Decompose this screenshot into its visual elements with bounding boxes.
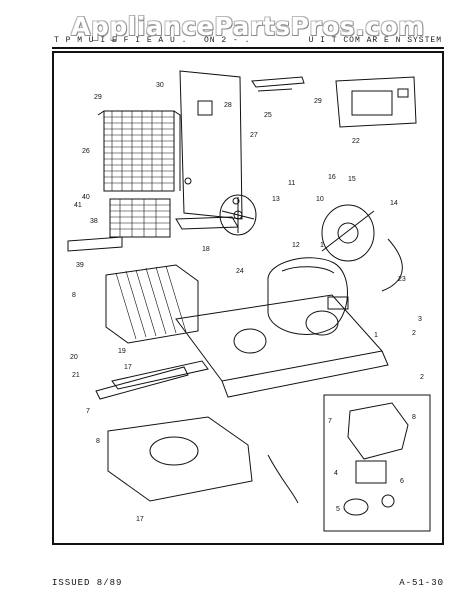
power-cord [267, 454, 299, 504]
electrical-cover [335, 76, 417, 128]
callout-31: 27 [250, 132, 258, 139]
callout-5: 5 [336, 506, 340, 513]
diagram-frame [52, 51, 444, 545]
callout-14: 11 [288, 180, 295, 187]
callout-10: 8 [72, 292, 76, 299]
callout-28: 24 [236, 268, 244, 275]
callout-34: 29 [94, 94, 102, 101]
condenser-fan [219, 194, 257, 236]
title-mid: ON 2 - . [204, 36, 251, 45]
callout-17: 14 [390, 200, 398, 207]
callout-24: 20 [70, 354, 78, 361]
callout-18: 15 [348, 176, 356, 183]
drip-pan [107, 416, 253, 502]
condenser [105, 264, 199, 344]
condenser-coil [97, 110, 181, 238]
title-right: U I T COM AR E N SYSTEM [308, 36, 442, 45]
callout-38: 40 [82, 194, 90, 201]
callout-2: 2 [412, 330, 416, 337]
callout-15: 12 [292, 242, 300, 249]
callout-22: 18 [202, 246, 210, 253]
callout-6: 6 [400, 478, 404, 485]
callout-35: 30 [156, 82, 164, 89]
callout-11: 7 [86, 408, 90, 415]
rear-panel [179, 70, 243, 220]
page-number: A-51-30 [399, 578, 444, 588]
fan-motor [321, 204, 375, 262]
callout-16: 13 [272, 196, 280, 203]
callout-25: 21 [72, 372, 80, 379]
callout-40: 1 [374, 332, 378, 339]
callout-19: 16 [328, 174, 336, 181]
callout-12: 8 [96, 438, 100, 445]
top-bracket [251, 76, 305, 92]
callout-33: 29 [314, 98, 322, 105]
callout-32: 28 [224, 102, 232, 109]
callout-39: 41 [74, 202, 82, 209]
callout-26: 22 [352, 138, 360, 145]
callout-23: 19 [118, 348, 126, 355]
callout-29: 25 [264, 112, 272, 119]
mounting-bracket [67, 236, 123, 252]
drain-trough [175, 216, 239, 230]
issued-date: ISSUED 8/89 [52, 578, 123, 588]
callout-4: 4 [334, 470, 338, 477]
callout-37: 39 [76, 262, 84, 269]
callout-13: 10 [316, 196, 324, 203]
callout-7: 7 [328, 418, 332, 425]
callout-36: 38 [90, 218, 98, 225]
callout-8: 8 [412, 414, 416, 421]
callout-3: 3 [418, 316, 422, 323]
diagram-header: AppliancePartsPros.com T P M U I E F I E… [52, 12, 444, 49]
tube [381, 238, 403, 292]
front-rail [95, 366, 189, 400]
watermark: AppliancePartsPros.com [71, 12, 425, 41]
title-left: T P M U I E F I E A U . [54, 36, 188, 45]
base-frame [111, 294, 389, 398]
callout-27: 23 [398, 276, 406, 283]
title-strip: T P M U I E F I E A U . ON 2 - . U I T C… [52, 33, 444, 49]
callout-21: 17 [136, 516, 144, 523]
relay-inset [323, 394, 431, 532]
compressor [267, 257, 349, 335]
callout-1: 1 [320, 242, 324, 249]
callout-41: 2 [420, 374, 424, 381]
callout-20: 17 [124, 364, 132, 371]
exploded-parts-diagram: 29 30 28 27 25 29 22 26 40 41 38 39 18 1… [67, 70, 431, 532]
callout-30: 26 [82, 148, 90, 155]
